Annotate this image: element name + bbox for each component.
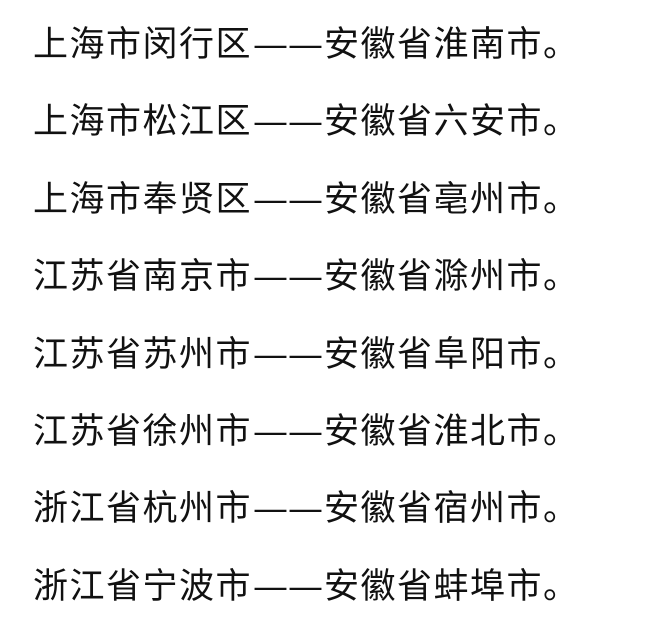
pair-row: 上海市闵行区——安徽省淮南市。 [33,16,580,93]
source-region: 江苏省苏州市 [33,334,253,375]
source-region: 浙江省宁波市 [33,566,253,607]
pair-separator: —— [253,179,324,220]
pair-row: 上海市松江区——安徽省六安市。 [33,93,580,170]
source-region: 上海市闵行区 [33,25,253,65]
region-pairing-list: 上海市闵行区——安徽省淮南市。 上海市松江区——安徽省六安市。 上海市奉贤区——… [33,16,580,635]
target-region: 安徽省蚌埠市。 [324,566,580,607]
source-region: 上海市松江区 [33,102,253,143]
pair-row: 上海市奉贤区——安徽省亳州市。 [33,171,580,248]
pair-row: 江苏省南京市——安徽省滁州市。 [33,248,580,325]
source-region: 江苏省徐州市 [33,411,253,452]
pair-separator: —— [253,257,324,298]
target-region: 安徽省六安市。 [324,102,580,143]
target-region: 安徽省宿州市。 [324,489,580,530]
target-region: 安徽省亳州市。 [324,179,580,220]
pair-separator: —— [253,566,324,607]
pair-separator: —— [253,25,324,65]
pair-separator: —— [253,411,324,452]
target-region: 安徽省淮南市。 [324,25,580,65]
source-region: 江苏省南京市 [33,257,253,298]
source-region: 浙江省杭州市 [33,489,253,530]
pair-row: 江苏省苏州市——安徽省阜阳市。 [33,326,580,403]
source-region: 上海市奉贤区 [33,179,253,220]
pair-row: 浙江省宁波市——安徽省蚌埠市。 [33,558,580,635]
pair-separator: —— [253,102,324,143]
target-region: 安徽省淮北市。 [324,411,580,452]
target-region: 安徽省阜阳市。 [324,334,580,375]
pair-row: 江苏省徐州市——安徽省淮北市。 [33,403,580,480]
target-region: 安徽省滁州市。 [324,257,580,298]
pair-separator: —— [253,489,324,530]
pair-row: 浙江省杭州市——安徽省宿州市。 [33,480,580,557]
pair-separator: —— [253,334,324,375]
